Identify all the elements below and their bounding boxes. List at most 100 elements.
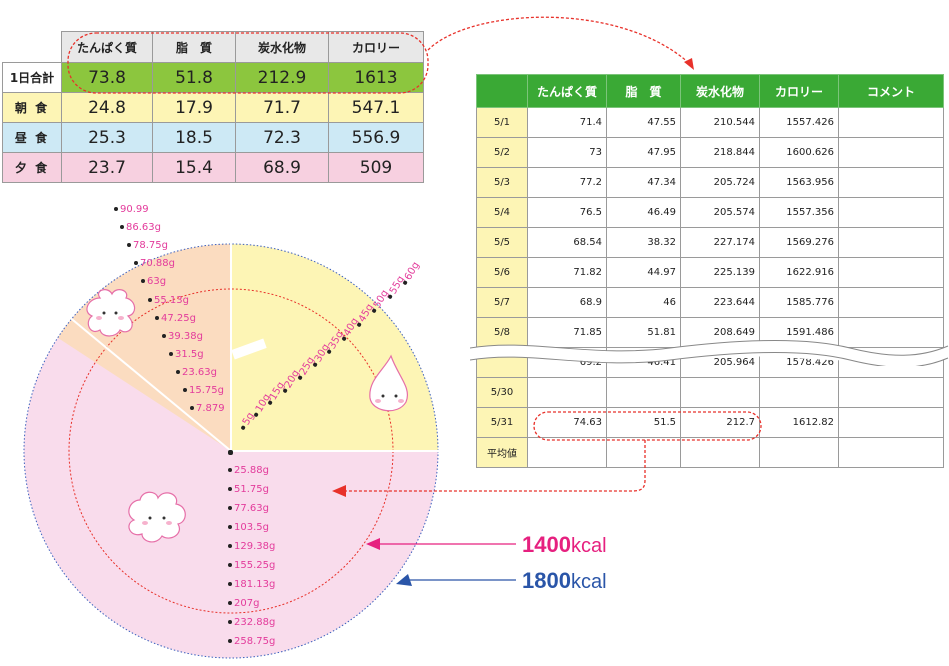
log-comment-cell[interactable] <box>838 287 944 318</box>
kcal-1800-label: 1800kcal <box>522 568 607 593</box>
log-cell: 76.5 <box>527 197 607 228</box>
fat-mascot-icon <box>86 289 136 337</box>
log-cell: 218.844 <box>680 137 760 168</box>
fat-scale-tick: 70.88g <box>134 259 175 269</box>
fat-scale-tick: 90.99 <box>114 205 149 215</box>
log-row-average: 平均値 <box>476 437 944 468</box>
summary-row-label: 1日合計 <box>2 62 62 93</box>
log-cell: 1563.956 <box>759 167 839 198</box>
carb-scale-origin <box>228 448 235 458</box>
fat-scale-tick: 63g <box>141 277 166 287</box>
summary-cell: 1613 <box>328 62 424 93</box>
log-header-comment: コメント <box>838 74 944 108</box>
arrowhead <box>396 574 412 586</box>
log-comment-cell[interactable] <box>838 437 944 468</box>
summary-cell: 24.8 <box>61 92 153 123</box>
fat-scale-tick: 15.75g <box>183 386 224 396</box>
log-comment-cell[interactable] <box>838 317 944 348</box>
carb-scale-tick: 232.88g <box>228 618 275 628</box>
log-cell <box>527 437 607 468</box>
log-cell: 44.97 <box>606 257 681 288</box>
log-header-row: たんぱく質 脂 質 炭水化物 カロリー コメント <box>476 74 944 108</box>
summary-cell: 68.9 <box>235 152 329 183</box>
highlight-mark <box>231 338 267 360</box>
carb-scale-tick: 258.75g <box>228 637 275 647</box>
log-date: 5/4 <box>476 197 528 228</box>
fat-scale-tick: 47.25g <box>155 314 196 324</box>
log-header-fat: 脂 質 <box>606 74 681 108</box>
log-row: 5/30 <box>476 377 944 408</box>
carb-mascot-icon <box>128 491 186 543</box>
summary-cell: 73.8 <box>61 62 153 93</box>
log-date: 5/7 <box>476 287 528 318</box>
summary-cell: 25.3 <box>61 122 153 153</box>
log-date: 5/2 <box>476 137 528 168</box>
log-comment-cell[interactable] <box>838 257 944 288</box>
log-cell <box>606 437 681 468</box>
fat-scale-tick: 31.5g <box>169 350 204 360</box>
log-date: 5/5 <box>476 227 528 258</box>
carb-scale-tick: 207g <box>228 599 259 609</box>
arrowhead <box>366 538 380 550</box>
arrowhead <box>684 58 694 70</box>
summary-cell: 15.4 <box>152 152 236 183</box>
summary-row-breakfast: 朝 食 24.8 17.9 71.7 547.1 <box>2 92 424 123</box>
summary-cell: 51.8 <box>152 62 236 93</box>
carb-scale-tick: 77.63g <box>228 504 269 514</box>
log-cell <box>680 377 760 408</box>
log-comment-cell[interactable] <box>838 377 944 408</box>
log-date: 5/3 <box>476 167 528 198</box>
average-row-highlight <box>533 411 762 441</box>
log-comment-cell[interactable] <box>838 407 944 438</box>
log-cell: 225.139 <box>680 257 760 288</box>
log-cell: 1622.916 <box>759 257 839 288</box>
summary-cell: 509 <box>328 152 424 183</box>
carb-scale-tick: 155.25g <box>228 561 275 571</box>
summary-cell: 71.7 <box>235 92 329 123</box>
carb-scale-tick: 181.13g <box>228 580 275 590</box>
log-date: 5/6 <box>476 257 528 288</box>
log-cell: 227.174 <box>680 227 760 258</box>
log-comment-cell[interactable] <box>838 167 944 198</box>
log-comment-cell[interactable] <box>838 137 944 168</box>
log-comment-cell[interactable] <box>838 107 944 138</box>
log-header-carbs: 炭水化物 <box>680 74 760 108</box>
log-cell <box>680 437 760 468</box>
fat-scale-tick: 86.63g <box>120 223 161 233</box>
connector-average-to-chart <box>346 440 646 492</box>
summary-cell: 556.9 <box>328 122 424 153</box>
protein-sector <box>231 244 438 451</box>
fat-scale-tick: 55.13g <box>148 296 189 306</box>
fat-scale-tick: 39.38g <box>162 332 203 342</box>
log-cell: 46 <box>606 287 681 318</box>
summary-header-carbs: 炭水化物 <box>235 31 329 63</box>
fat-scale-tick: 23.63g <box>176 368 217 378</box>
summary-header-fat: 脂 質 <box>152 31 236 63</box>
log-cell <box>759 437 839 468</box>
fat-scale-tick: 78.75g <box>127 241 168 251</box>
log-cell: 205.574 <box>680 197 760 228</box>
carb-scale-tick: 51.75g <box>228 485 269 495</box>
log-cell: 47.95 <box>606 137 681 168</box>
summary-row-lunch: 昼 食 25.3 18.5 72.3 556.9 <box>2 122 424 153</box>
log-cell: 1600.626 <box>759 137 839 168</box>
summary-row-label: 昼 食 <box>2 122 62 153</box>
daily-summary-table: たんぱく質 脂 質 炭水化物 カロリー 1日合計 73.8 51.8 212.9… <box>2 31 424 183</box>
log-cell: 1557.356 <box>759 197 839 228</box>
carb-scale-tick: 103.5g <box>228 523 269 533</box>
sector-divider <box>61 310 232 452</box>
log-date: 5/8 <box>476 317 528 348</box>
log-date: 5/31 <box>476 407 528 438</box>
kcal-1400-label: 1400kcal <box>522 532 607 557</box>
log-cell: 210.544 <box>680 107 760 138</box>
log-cell: 38.32 <box>606 227 681 258</box>
protein-mascot-icon <box>369 354 408 412</box>
